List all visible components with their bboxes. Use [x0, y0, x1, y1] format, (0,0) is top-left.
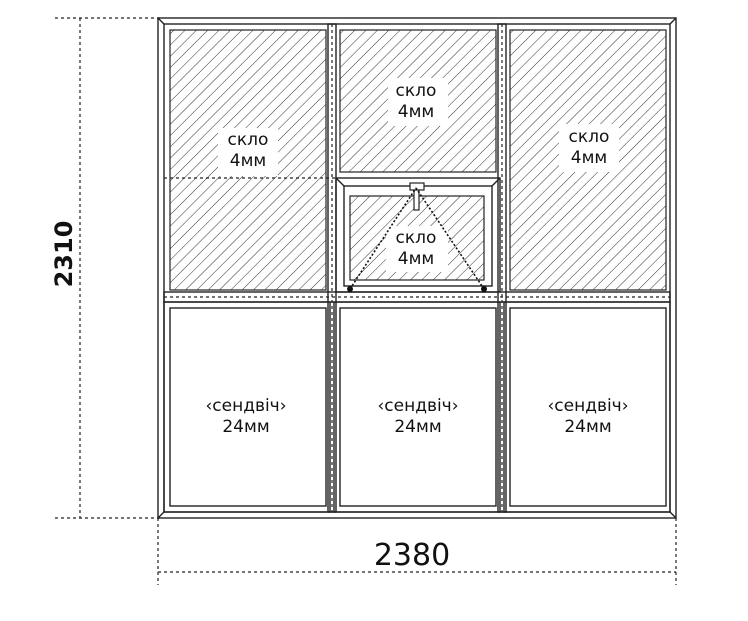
sandwich-panel-bottom-right: ‹сендвіч› 24мм: [503, 301, 671, 513]
panel-material: скло: [396, 228, 437, 248]
panel-thickness: 24мм: [394, 417, 441, 437]
panel-thickness: 4мм: [398, 102, 434, 122]
height-dimension: 2310: [50, 17, 160, 519]
vent-sash: скло 4мм: [335, 177, 501, 293]
sandwich-panel-bottom-center: ‹сендвіч› 24мм: [333, 301, 501, 513]
opening-direction-lines: [347, 187, 487, 292]
panel-material: ‹сендвіч›: [205, 396, 286, 416]
glass-panel-top-left: скло 4мм: [169, 29, 327, 291]
panel-material: скло: [228, 130, 269, 150]
panel-thickness: 4мм: [230, 151, 266, 171]
panel-thickness: 4мм: [571, 148, 607, 168]
width-label: 2380: [374, 538, 450, 573]
panel-material: ‹сендвіч›: [377, 396, 458, 416]
panel-material: скло: [569, 127, 610, 147]
glass-panel-top-center: скло 4мм: [339, 29, 497, 173]
sandwich-panel-bottom-left: ‹сендвіч› 24мм: [163, 301, 331, 513]
glass-panel-top-right: скло 4мм: [509, 29, 667, 291]
height-label: 2310: [50, 221, 78, 288]
panel-material: ‹сендвіч›: [547, 396, 628, 416]
width-dimension: 2380: [157, 518, 677, 585]
panel-material: скло: [396, 81, 437, 101]
panel-thickness: 24мм: [222, 417, 269, 437]
panel-thickness: 24мм: [564, 417, 611, 437]
handle-icon: [409, 182, 425, 211]
transom: [163, 291, 671, 303]
panel-thickness: 4мм: [398, 249, 434, 269]
